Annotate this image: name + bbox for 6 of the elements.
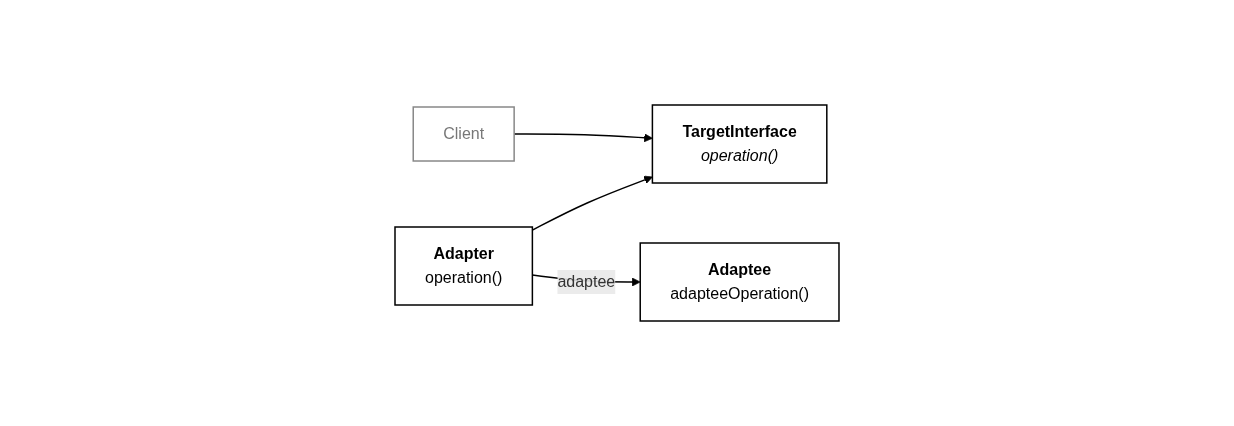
node-box: TargetInterface operation() [651,104,828,184]
node-box: Adapter operation() [394,226,534,306]
arrow [531,175,653,231]
node-box: Client [412,106,515,162]
edge-label: adaptee [557,273,616,290]
node-box: Adaptee adapteeOperation() [639,242,840,322]
